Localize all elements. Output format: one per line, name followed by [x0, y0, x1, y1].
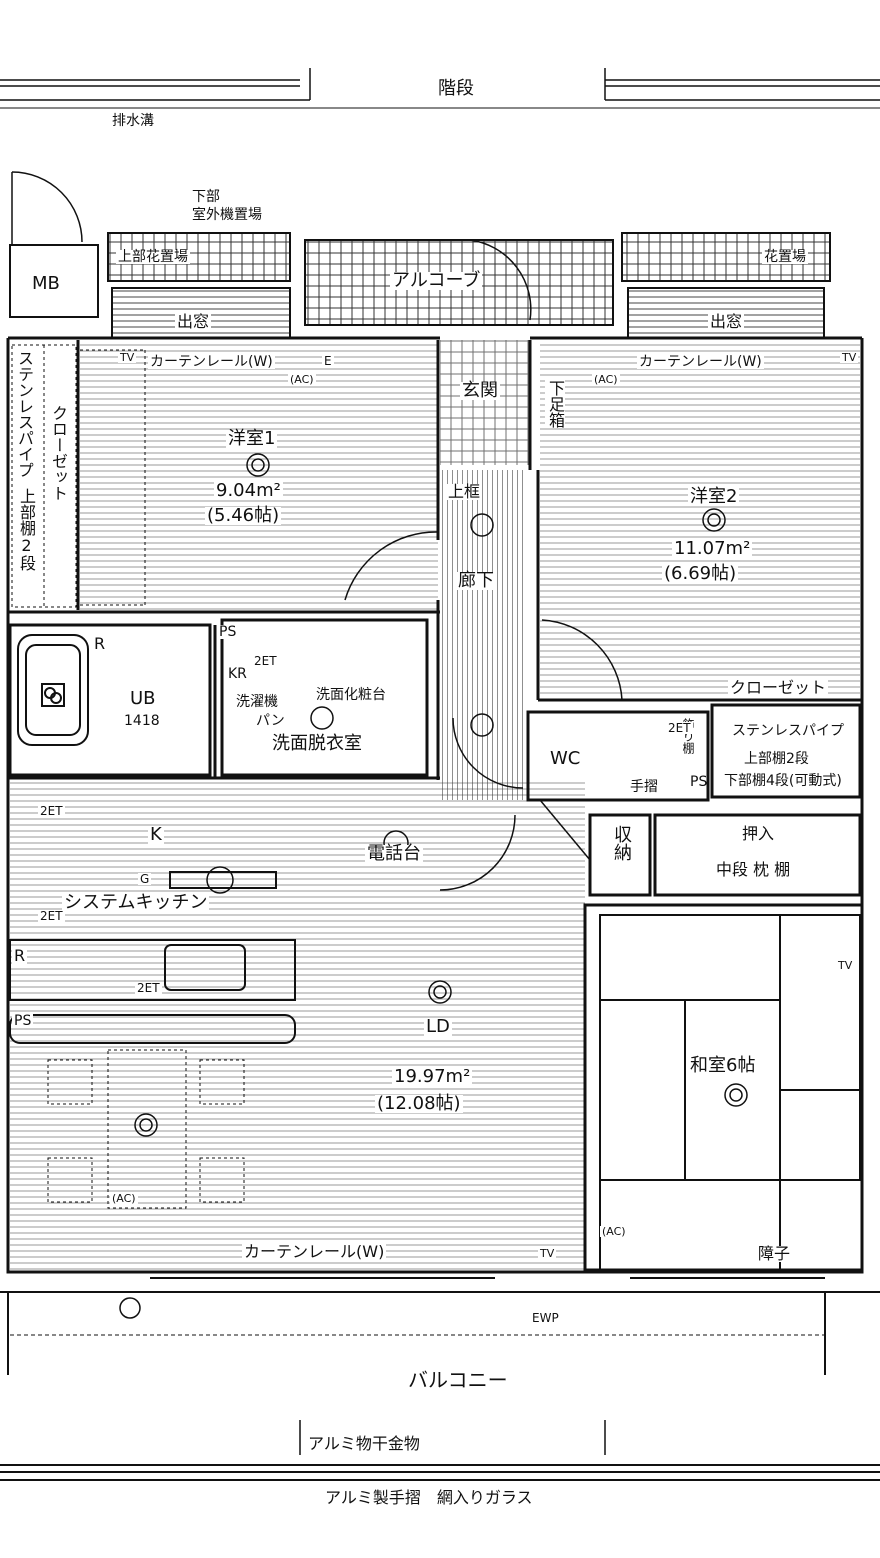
curtain-rail-ld: カーテンレール(W): [242, 1242, 387, 1261]
oshiire-label: 押入: [740, 824, 777, 843]
drain-label: 排水溝: [110, 113, 156, 129]
hallway-label: 廊下: [456, 570, 496, 591]
closet1-shelf: 上部棚2段: [16, 488, 36, 571]
washroom-label: 洗面脱衣室: [270, 733, 364, 754]
door-swings: [344, 239, 623, 891]
floor-western1: [80, 340, 438, 610]
shoe-box-label: 下足箱: [545, 380, 565, 428]
floor-hall: [440, 470, 525, 800]
system-kitchen-label: システムキッチン: [62, 892, 210, 913]
western1-name: 洋室1: [226, 428, 278, 449]
bay-right-label: 出窓: [708, 312, 745, 331]
closet-lines: [11, 344, 146, 608]
tv-tag-1: TV: [118, 351, 137, 364]
ac-tag-2: (AC): [592, 373, 620, 386]
tv-tag-4: TV: [836, 959, 855, 972]
ps-label-3: PS: [12, 1013, 34, 1029]
e-tag-1: E: [322, 354, 334, 368]
ac-tag-4: (AC): [600, 1225, 628, 1238]
entrance-label: 玄関: [460, 380, 500, 401]
outer-walls: [6, 336, 864, 1274]
twoet-tag-4: 2ET: [135, 981, 162, 995]
ps-label-2: PS: [688, 774, 708, 790]
tv-tag-3: TV: [538, 1247, 557, 1260]
western1-area: 9.04m²: [214, 480, 283, 501]
stairs-label: 階段: [438, 78, 474, 99]
pan-label: パン: [254, 713, 287, 729]
kitchen-label: K: [148, 824, 164, 845]
ld-area: 19.97m²: [392, 1066, 473, 1087]
ewp-tag: EWP: [530, 1311, 561, 1325]
ceiling-lights: [119, 453, 748, 1319]
closet1-title: クローゼット: [48, 405, 68, 501]
floor-ld: [10, 780, 585, 1270]
balcony-label: バルコニー: [408, 1368, 508, 1392]
closet2-title: クローゼット: [728, 678, 829, 697]
balcony-frame: [0, 1277, 880, 1481]
r-label-1: R: [92, 634, 108, 653]
kr-label: KR: [226, 666, 249, 682]
shoji-label: 障子: [756, 1244, 793, 1263]
floor-entrance: [440, 340, 530, 465]
ld-tatami: (12.08帖): [375, 1093, 463, 1114]
stair-rails: [0, 68, 880, 109]
twoet-tag-2: 2ET: [38, 804, 65, 818]
ld-label: LD: [424, 1016, 452, 1037]
kitchen-counter: [9, 871, 296, 1044]
wc-label: WC: [548, 748, 583, 769]
oshiire-shelf-label: 中段 枕 棚: [714, 860, 793, 879]
flower-right-label: 花置場: [762, 249, 808, 265]
western2-name: 洋室2: [688, 486, 740, 507]
curtain-rail-w1: カーテンレール(W): [148, 354, 275, 370]
outdoor-unit-label: 下部 室外機置場: [192, 189, 262, 224]
vanity-label: 洗面化粧台: [314, 687, 388, 703]
dining-table: [47, 1049, 245, 1209]
washer-label: 洗濯機: [234, 694, 280, 710]
western2-tatami: (6.69帖): [662, 563, 739, 584]
twoet-tag-1: 2ET: [252, 654, 279, 668]
alcove-label: アルコーブ: [390, 270, 483, 291]
railing-label: アルミ製手摺 網入りガラス: [325, 1488, 533, 1507]
storage-label: 収納: [610, 825, 632, 861]
flower-left-label: 上部花置場: [116, 249, 190, 265]
tv-tag-2: TV: [840, 351, 859, 364]
laundry-hanger-label: アルミ物干金物: [306, 1434, 422, 1453]
ac-tag-3: (AC): [110, 1192, 138, 1205]
bathtub: [17, 634, 89, 746]
r-label-2: R: [12, 946, 28, 965]
mb-label: MB: [32, 273, 60, 294]
closet1-pipe: ステンレスパイプ: [14, 350, 34, 478]
closet2-shelf-top: 上部棚2段: [742, 751, 811, 767]
phone-stand-label: 電話台: [365, 843, 423, 864]
mb-box: [9, 171, 99, 318]
tatami-mats: [599, 914, 861, 1271]
ps-label-1: PS: [217, 624, 237, 640]
ub-label: UB: [128, 688, 158, 709]
ub-size: 1418: [122, 713, 162, 729]
ac-tag-1: (AC): [288, 373, 316, 386]
western1-tatami: (5.46帖): [205, 505, 282, 526]
western2-area: 11.07m²: [672, 538, 753, 559]
japanese-room-label: 和室6帖: [688, 1055, 758, 1076]
floor-western2: [540, 340, 860, 700]
bay-left-label: 出窓: [175, 312, 212, 331]
step-label: 上框: [446, 482, 483, 501]
handrail-label: 手摺: [628, 779, 660, 795]
twoet-tag-5: 2ET: [666, 721, 693, 735]
curtain-rail-w2: カーテンレール(W): [637, 354, 764, 370]
g-tag: G: [138, 872, 152, 886]
closet2-shelf-bottom: 下部棚4段(可動式): [722, 773, 844, 789]
closet2-pipe: ステンレスパイプ: [730, 723, 846, 739]
twoet-tag-3: 2ET: [38, 909, 65, 923]
